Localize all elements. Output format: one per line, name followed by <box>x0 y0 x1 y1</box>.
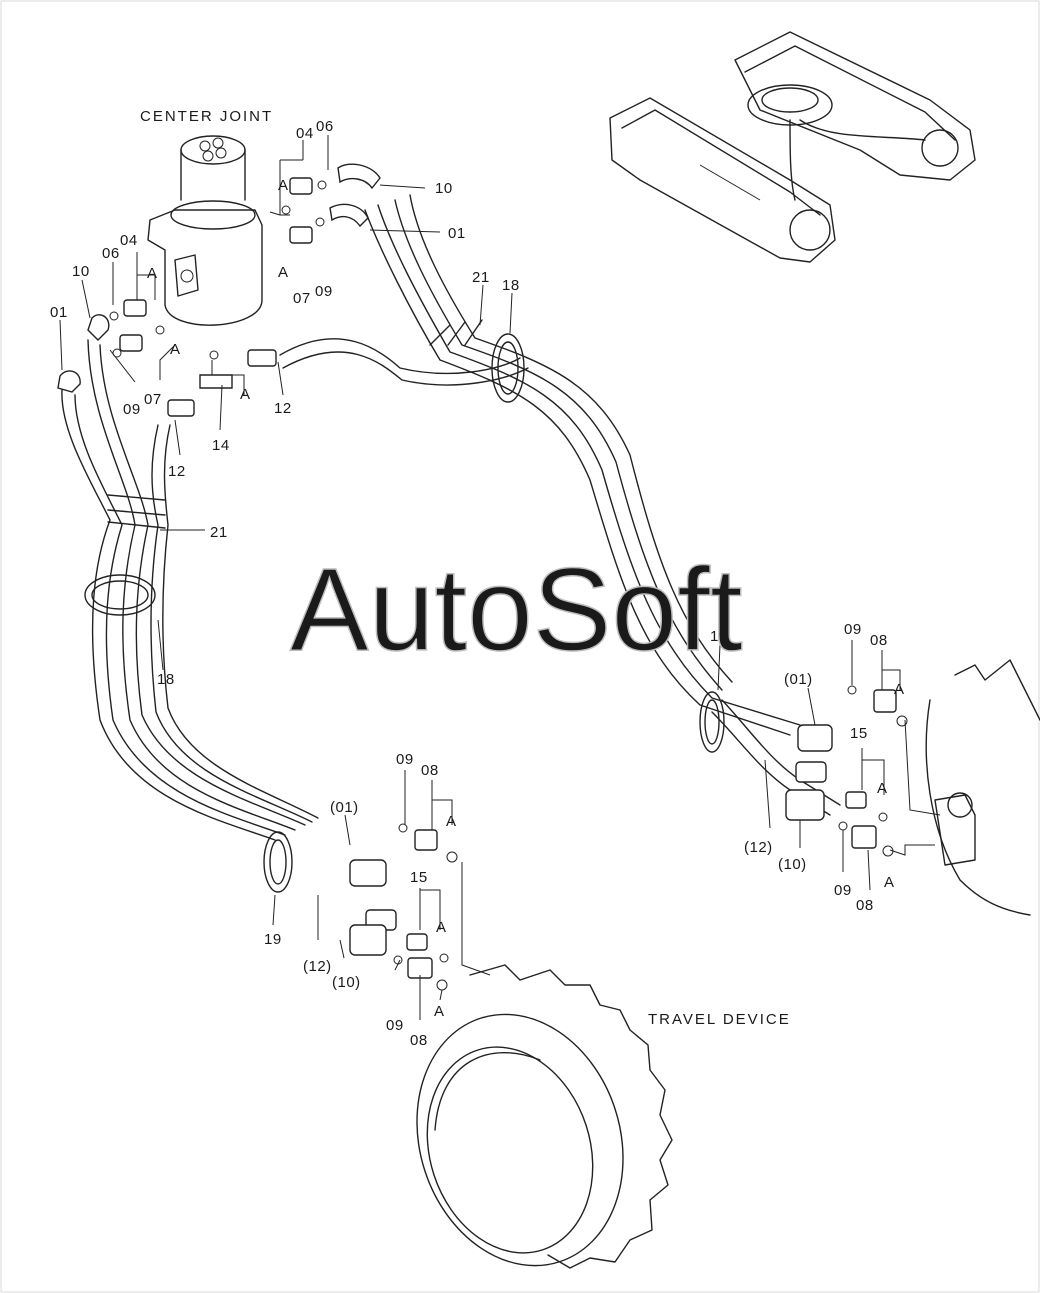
part-label: A <box>894 681 905 698</box>
part-label: A <box>170 341 181 358</box>
part-label: 01 <box>50 304 68 321</box>
part-label: 12 <box>168 463 186 480</box>
part-label: 06 <box>102 245 120 262</box>
part-label: 08 <box>856 897 874 914</box>
part-label: 18 <box>157 671 175 688</box>
leader-lines <box>59 135 941 1020</box>
fittings-right <box>785 685 908 857</box>
part-label: 14 <box>212 437 230 454</box>
part-label: 08 <box>410 1032 428 1049</box>
part-label: 12 <box>274 400 292 417</box>
part-label: A <box>240 386 251 403</box>
center-joint <box>147 135 263 326</box>
part-label: A <box>877 780 888 797</box>
clamps <box>84 319 725 893</box>
part-label: 09 <box>844 621 862 638</box>
part-label: 09 <box>123 401 141 418</box>
part-label: 15 <box>410 869 428 886</box>
part-label: A <box>884 874 895 891</box>
center-joint-title: CENTER JOINT <box>140 108 273 125</box>
part-label: 04 <box>296 125 314 142</box>
travel-device-bottom <box>416 964 673 1269</box>
part-label: 08 <box>870 632 888 649</box>
part-label: 07 <box>144 391 162 408</box>
part-label: 21 <box>210 524 228 541</box>
part-label: (10) <box>332 974 361 991</box>
part-label: 19 <box>710 628 728 645</box>
part-label: 21 <box>472 269 490 286</box>
part-label: 08 <box>421 762 439 779</box>
part-label: (12) <box>303 958 332 975</box>
travel-device-right <box>925 659 1040 916</box>
part-label: (01) <box>784 671 813 688</box>
part-label: A <box>147 265 158 282</box>
part-label: A <box>446 813 457 830</box>
part-label: 19 <box>264 931 282 948</box>
fittings-bottom <box>349 823 458 991</box>
part-label: (12) <box>744 839 773 856</box>
part-label: 15 <box>850 725 868 742</box>
part-label: 01 <box>448 225 466 242</box>
part-label: A <box>434 1003 445 1020</box>
part-label: (10) <box>778 856 807 873</box>
travel-device-title: TRAVEL DEVICE <box>648 1011 791 1028</box>
part-label: A <box>278 177 289 194</box>
hose-group-right <box>279 194 841 816</box>
hose-group-left <box>61 339 319 841</box>
part-label: 09 <box>834 882 852 899</box>
part-label: 09 <box>386 1017 404 1034</box>
part-label: 09 <box>396 751 414 768</box>
part-label: A <box>278 264 289 281</box>
part-label: 10 <box>435 180 453 197</box>
part-label: A <box>436 919 447 936</box>
part-label: 18 <box>502 277 520 294</box>
watermark: AutoSoft <box>290 544 743 676</box>
part-label: 07 <box>293 290 311 307</box>
part-label: (01) <box>330 799 359 816</box>
undercarriage-inset <box>609 31 976 263</box>
part-label: 09 <box>315 283 333 300</box>
fittings-center <box>57 163 381 417</box>
part-label: 10 <box>72 263 90 280</box>
part-label: 04 <box>120 232 138 249</box>
part-label: 06 <box>316 118 334 135</box>
